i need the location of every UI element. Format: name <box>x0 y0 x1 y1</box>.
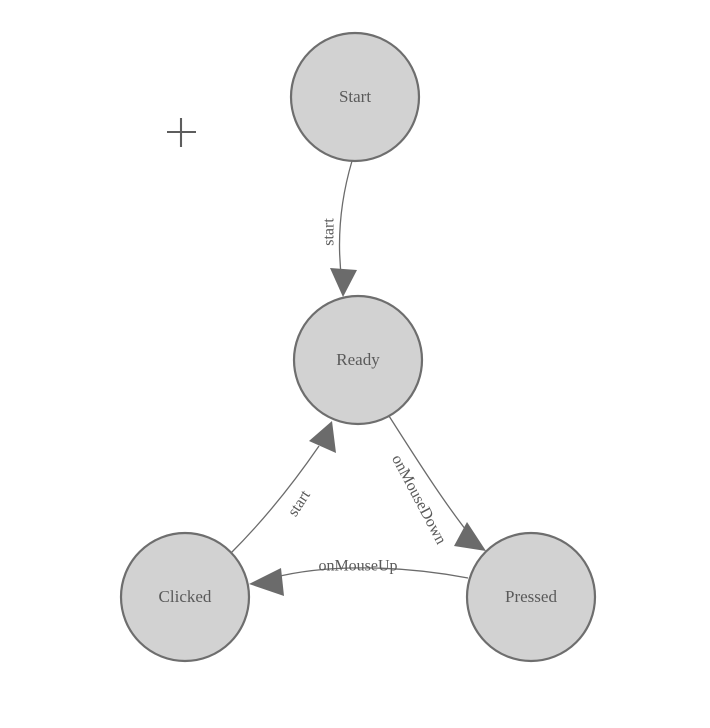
edge-clicked-to-ready-arrowhead <box>309 421 336 453</box>
node-clicked[interactable]: Clicked <box>119 531 251 663</box>
node-pressed-label: Pressed <box>505 587 557 606</box>
node-ready-circle[interactable] <box>292 294 424 426</box>
edge-start-to-ready-path <box>338 160 353 283</box>
edge-pressed-to-clicked-path <box>271 567 469 579</box>
node-pressed[interactable]: Pressed <box>465 531 597 663</box>
node-clicked-label: Clicked <box>159 587 212 606</box>
node-ready[interactable]: Ready <box>292 294 424 426</box>
edge-clicked-to-ready-label: start <box>285 487 315 520</box>
edge-ready-to-pressed-arrowhead <box>454 522 486 551</box>
edge-pressed-to-clicked-arrowhead <box>249 568 284 596</box>
node-start[interactable]: Start <box>289 31 421 163</box>
edge-clicked-to-ready-path <box>230 445 320 554</box>
node-clicked-circle[interactable] <box>119 531 251 663</box>
edge-ready-to-pressed[interactable]: onMouseDown <box>388 415 486 551</box>
edge-start-to-ready[interactable]: start <box>321 160 357 297</box>
node-start-label: Start <box>339 87 371 106</box>
edge-start-to-ready-label: start <box>321 218 338 246</box>
node-start-circle[interactable] <box>289 31 421 163</box>
node-ready-label: Ready <box>336 350 380 369</box>
edge-ready-to-pressed-path <box>388 415 474 540</box>
edge-ready-to-pressed-label: onMouseDown <box>388 452 449 547</box>
edge-start-to-ready-arrowhead <box>330 268 357 297</box>
node-pressed-circle[interactable] <box>465 531 597 663</box>
edge-clicked-to-ready[interactable]: start <box>230 421 336 554</box>
edge-pressed-to-clicked-label: onMouseUp <box>318 558 397 575</box>
edge-pressed-to-clicked[interactable]: onMouseUp <box>249 558 469 596</box>
crosshair-cursor <box>167 118 196 147</box>
